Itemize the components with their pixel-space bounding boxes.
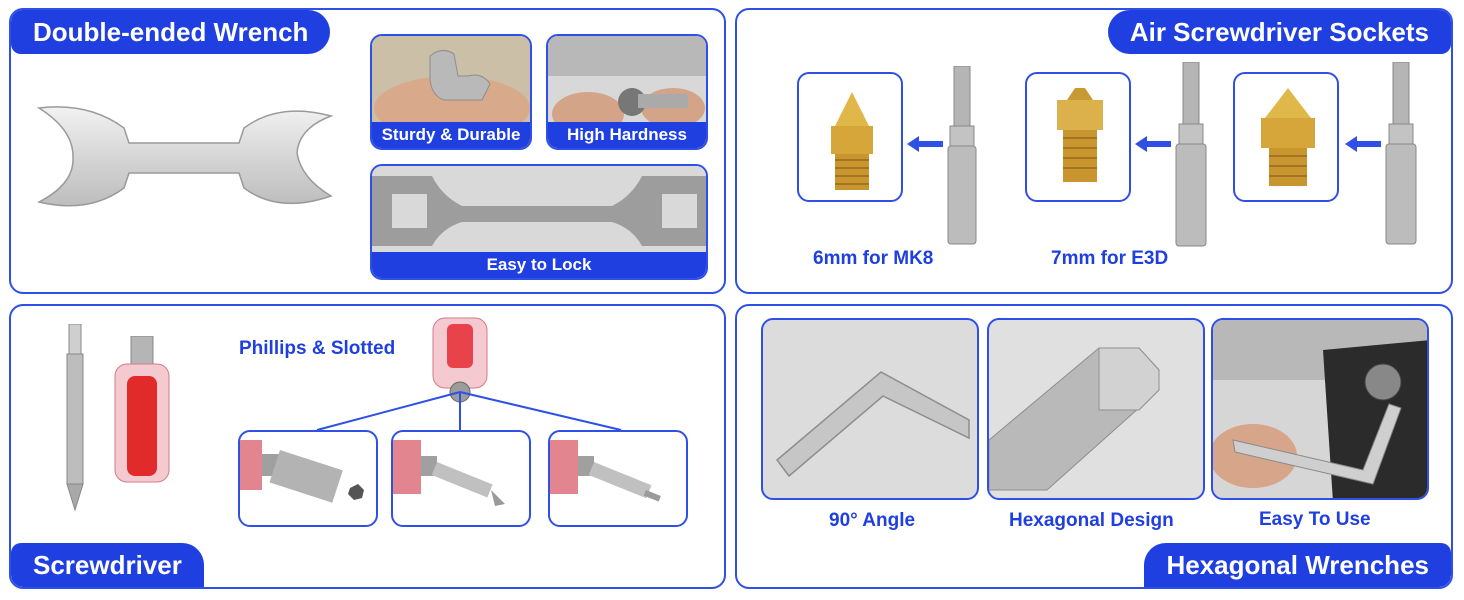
brass-nozzle-volcano-icon	[1261, 88, 1315, 186]
l-shaped-hex-key-icon	[775, 371, 970, 478]
screwdriver-bit-image	[66, 324, 84, 512]
sockets-panel-title: Air Screwdriver Sockets	[1107, 10, 1451, 54]
e3d-label: 7mm for E3D	[1051, 248, 1169, 269]
sturdy-durable-caption: Sturdy & Durable	[372, 122, 530, 148]
socket-large-image	[1385, 62, 1417, 245]
arrow-left-icon	[907, 136, 943, 152]
hex-key-in-use-icon	[1213, 320, 1427, 498]
hex-wrench-panel-title: Hexagonal Wrenches	[1144, 543, 1451, 587]
easy-to-use-caption: Easy To Use	[1259, 509, 1371, 530]
brass-nozzle-e3d-icon	[1057, 88, 1103, 182]
easy-to-use-photo	[1211, 318, 1429, 500]
high-hardness-caption: High Hardness	[548, 122, 706, 148]
volcano-nozzle-photo	[1233, 72, 1339, 202]
hexagonal-design-photo	[987, 318, 1205, 500]
wrench-panel-title: Double-ended Wrench	[11, 10, 331, 54]
socket-7mm-image	[1175, 62, 1207, 247]
e3d-nozzle-photo	[1025, 72, 1131, 202]
socket-6mm-image	[947, 66, 977, 245]
brass-nozzle-mk8-icon	[831, 92, 873, 190]
easy-to-lock-photo: Easy to Lock	[370, 164, 708, 280]
connector-lines	[316, 391, 622, 431]
hex-socket-bit-photo	[238, 430, 378, 527]
hex-wrench-panel: 90° Angle Hexagonal Design Easy To Use H…	[735, 304, 1453, 589]
mk8-nozzle-photo	[797, 72, 903, 202]
slotted-bit-photo	[548, 430, 688, 527]
slotted-bit-icon	[550, 440, 661, 502]
screwdriver-handle-image	[114, 336, 170, 483]
angle-90-photo	[761, 318, 979, 500]
arrow-left-icon	[1345, 136, 1381, 152]
phillips-bit-photo	[391, 430, 531, 527]
angle-90-caption: 90° Angle	[829, 510, 916, 531]
easy-to-lock-caption: Easy to Lock	[372, 252, 706, 278]
hexagonal-design-caption: Hexagonal Design	[1009, 510, 1174, 531]
wrench-panel: Double-ended Wrench Sturdy & Durable	[9, 8, 726, 294]
arrow-left-icon	[1135, 136, 1171, 152]
screwdriver-panel-title: Screwdriver	[11, 543, 204, 587]
phillips-slotted-label: Phillips & Slotted	[239, 338, 396, 359]
hex-profile-icon	[989, 347, 1160, 491]
hex-socket-bit-icon	[240, 440, 364, 503]
mk8-label: 6mm for MK8	[813, 248, 934, 269]
screwdriver-panel: Phillips & Slotted	[9, 304, 726, 589]
high-hardness-photo: High Hardness	[546, 34, 708, 150]
sockets-panel: Air Screwdriver Sockets	[735, 8, 1453, 294]
double-ended-wrench-image	[36, 106, 334, 207]
sturdy-durable-photo: Sturdy & Durable	[370, 34, 532, 150]
phillips-bit-icon	[393, 440, 505, 506]
